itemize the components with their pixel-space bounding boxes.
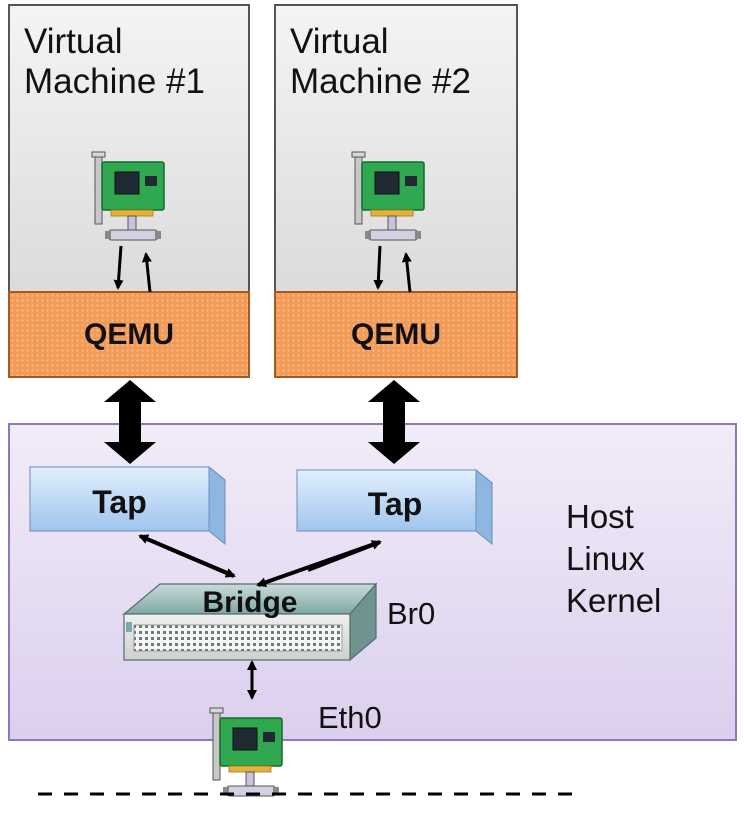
tap-bridge-arrows (138, 534, 382, 588)
vm1-title-line2: Machine #1 (24, 62, 205, 101)
host-label-line1: Host (566, 498, 634, 535)
vm2-network-card-icon (351, 151, 425, 241)
tap-2-device (295, 468, 494, 546)
eth0-network-card-icon (209, 707, 283, 797)
vm2-title-line1: Virtual (290, 22, 389, 61)
bridge-switch-device (122, 582, 378, 662)
qemu-box-2: QEMU (274, 291, 518, 378)
vm1-nic-arrows (113, 245, 152, 293)
virtual-machine-2-title: Virtual Machine #2 (290, 22, 471, 102)
qemu1-tap1-double-arrow (104, 380, 156, 464)
bridge-label: Bridge (202, 586, 298, 619)
vm2-title-line2: Machine #2 (290, 62, 471, 101)
virtual-machine-1-title: Virtual Machine #1 (24, 22, 205, 102)
vm1-title-line1: Virtual (24, 22, 123, 61)
tap-1-device (28, 465, 227, 546)
qemu-2-label: QEMU (351, 317, 441, 351)
vm1-network-card-icon (91, 151, 165, 241)
bridge-name-label: Br0 (387, 596, 436, 631)
qemu2-tap2-double-arrow (368, 380, 420, 464)
host-kernel-label: Host Linux Kernel (566, 496, 661, 622)
qemu-1-label: QEMU (84, 317, 174, 351)
qemu-box-1: QEMU (8, 291, 250, 378)
eth0-label: Eth0 (318, 700, 382, 735)
host-label-line2: Linux (566, 540, 645, 577)
vm2-nic-arrows (373, 245, 412, 293)
host-label-line3: Kernel (566, 582, 662, 619)
tap-2-label: Tap (367, 486, 423, 522)
tap-1-label: Tap (92, 484, 147, 520)
